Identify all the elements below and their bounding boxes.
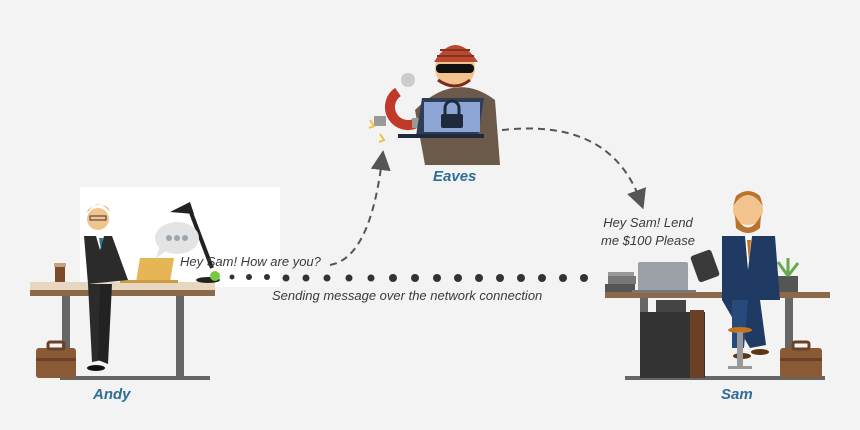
network-caption: Sending message over the network connect… [272, 288, 543, 303]
books-icon [605, 272, 636, 292]
magnet-icon [368, 73, 424, 143]
intercept-path-up [329, 150, 391, 266]
sam-figure [722, 191, 780, 359]
plant-icon [776, 258, 800, 292]
sam-briefcase-icon [780, 340, 822, 378]
receiver-name: Sam [721, 386, 753, 403]
andy-laptop-icon [120, 258, 178, 283]
andy-figure [84, 204, 128, 371]
padlock-icon [441, 99, 463, 128]
chat-bubble-icon [155, 222, 199, 258]
sam-stool [728, 327, 752, 369]
network-dots [210, 271, 588, 282]
start-dot [210, 271, 220, 281]
sam-laptop-icon [632, 262, 696, 293]
coffee-cup-icon [54, 263, 66, 282]
tablet-icon [690, 249, 720, 283]
intercept-path-down [501, 127, 646, 210]
andy-briefcase-icon [36, 340, 76, 378]
sender-name: Andy [93, 386, 131, 403]
tampered-message: Hey Sam! Lend me $100 Please [601, 215, 695, 248]
original-message: Hey Sam! How are you? [180, 254, 321, 269]
eavesdropper-name: Eaves [433, 168, 477, 185]
sam-desk [605, 292, 830, 380]
andy-desk [30, 282, 215, 380]
